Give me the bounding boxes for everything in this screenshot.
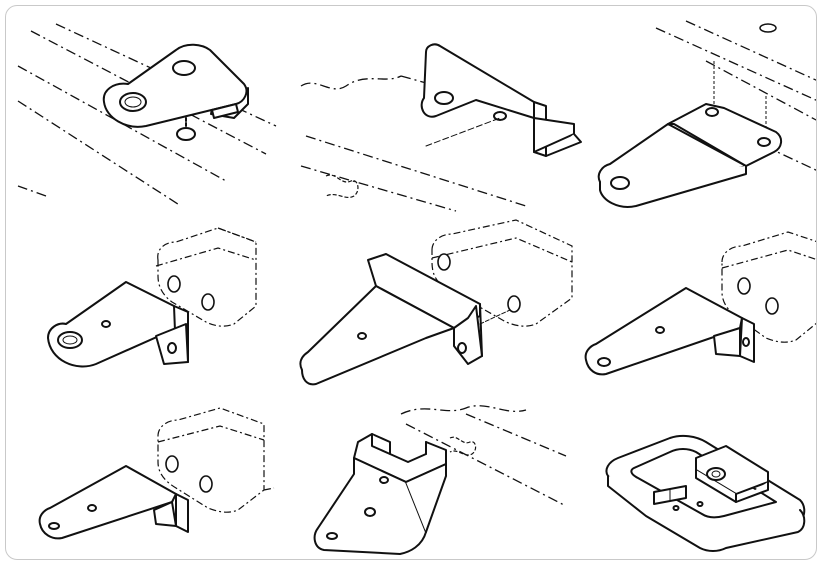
panel-9 bbox=[605, 434, 806, 552]
gusset-bracket bbox=[299, 253, 511, 386]
panel-3 bbox=[597, 20, 816, 208]
small-angle-bracket bbox=[38, 465, 189, 540]
panel-7 bbox=[38, 407, 275, 540]
bracket-illustration-sheet bbox=[17, 20, 816, 555]
panel-5 bbox=[299, 219, 573, 386]
z-bend-bracket bbox=[420, 43, 582, 157]
triangle-plate-bracket bbox=[597, 103, 782, 208]
figure-frame bbox=[5, 5, 817, 560]
panel-8 bbox=[313, 405, 567, 555]
channel-clip-bracket bbox=[313, 433, 447, 555]
triangle-bracket bbox=[584, 287, 755, 376]
panel-1 bbox=[17, 23, 277, 207]
mounting-block bbox=[431, 219, 573, 327]
angle-bracket bbox=[47, 281, 189, 368]
panel-6 bbox=[584, 231, 816, 376]
rounded-frame-plate bbox=[605, 434, 806, 552]
panel-2 bbox=[300, 43, 582, 212]
bent-tab-bracket bbox=[102, 43, 249, 141]
panel-4 bbox=[47, 227, 257, 368]
mounting-block bbox=[155, 227, 257, 327]
mounting-block bbox=[721, 231, 816, 343]
mounting-block bbox=[157, 407, 275, 513]
